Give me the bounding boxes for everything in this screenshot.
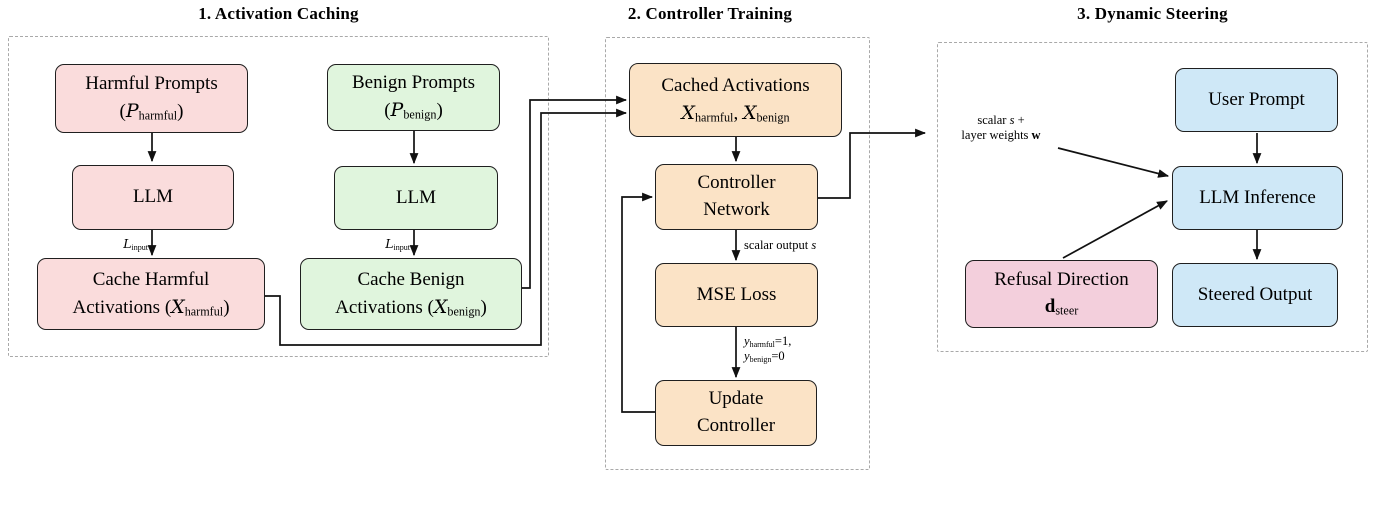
harmful-prompts-line1: Harmful Prompts [85, 73, 218, 95]
llm-inference-node: LLM Inference [1172, 166, 1343, 230]
mse-loss-node: MSE Loss [655, 263, 818, 327]
cached-activations-node: Cached Activations Xharmful, Xbenign [629, 63, 842, 137]
harmful-prompts-line2: (Pharmful) [119, 100, 184, 123]
update-controller-line2: Controller [696, 415, 776, 436]
activation-caching-frame [8, 36, 549, 357]
refusal-direction-line2: dsteer [1044, 296, 1079, 318]
cache-benign-activations-node: Cache Benign Activations (Xbenign) [300, 258, 522, 330]
llm-inference-label: LLM Inference [1199, 186, 1316, 208]
refusal-direction-node: Refusal Direction dsteer [965, 260, 1158, 328]
section-title-controller-training: 2. Controller Training [627, 4, 793, 23]
mse-targets-label: yharmful=1, ybenign=0 [744, 334, 792, 364]
llm-benign-label: LLM [395, 186, 437, 208]
llm-harmful-label: LLM [132, 186, 174, 208]
llm-benign-node: LLM [334, 166, 498, 230]
user-prompt-label: User Prompt [1208, 88, 1305, 110]
cache-benign-line1: Cache Benign [357, 268, 465, 290]
cache-harmful-line1: Cache Harmful [92, 268, 210, 290]
benign-prompts-line1: Benign Prompts [352, 72, 475, 94]
harmful-prompts-node: Harmful Prompts (Pharmful) [55, 64, 248, 133]
controller-network-line2: Network [703, 199, 770, 220]
dynamic-steering-frame [937, 42, 1368, 352]
cached-activations-line1: Cached Activations [661, 74, 810, 96]
controller-network-line1: Controller [697, 172, 776, 194]
update-controller-line1: Update [708, 388, 764, 410]
section-title-activation-caching: 1. Activation Caching [198, 4, 359, 23]
section-title-dynamic-steering: 3. Dynamic Steering [1077, 4, 1228, 23]
scalar-output-label: scalar output s [744, 238, 817, 252]
llm-harmful-node: LLM [72, 165, 234, 230]
cache-benign-line2: Activations (Xbenign) [335, 295, 487, 319]
benign-prompts-line2: (Pbenign) [384, 99, 443, 122]
controller-training-frame [605, 37, 870, 470]
update-controller-node: Update Controller [655, 380, 817, 446]
cache-harmful-line2: Activations (Xharmful) [72, 295, 230, 319]
steered-output-label: Steered Output [1197, 283, 1313, 305]
mse-loss-label: MSE Loss [696, 283, 777, 305]
cache-harmful-activations-node: Cache Harmful Activations (Xharmful) [37, 258, 265, 330]
benign-prompts-node: Benign Prompts (Pbenign) [327, 64, 500, 131]
l-input-benign-label: Linput [385, 236, 410, 252]
refusal-direction-line1: Refusal Direction [994, 269, 1129, 291]
l-input-harmful-label: Linput [123, 236, 148, 252]
controller-network-node: Controller Network [655, 164, 818, 230]
steering-params-label: scalar s + layer weights w [961, 113, 1041, 142]
steered-output-node: Steered Output [1172, 263, 1338, 327]
cached-activations-line2: Xharmful, Xbenign [681, 101, 790, 125]
user-prompt-node: User Prompt [1175, 68, 1338, 132]
